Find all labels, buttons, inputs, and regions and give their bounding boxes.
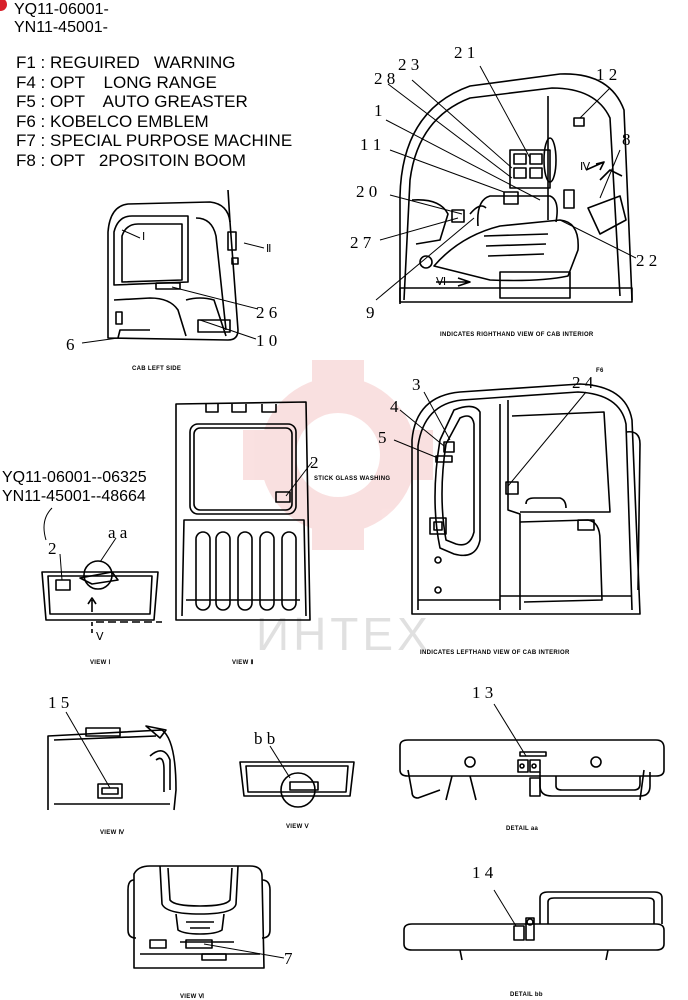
caption-f6: F6 — [596, 368, 604, 374]
caption-view-2: VIEW Ⅱ — [232, 659, 254, 666]
callout-7: 7 — [284, 949, 293, 968]
cab-interior-right-view-drawing — [399, 73, 633, 304]
callout-5: 5 — [378, 428, 387, 447]
detail-mark-aa: a a — [108, 523, 128, 542]
view-5-drawing — [239, 761, 355, 808]
caption-detail-aa: DETAIL aa — [506, 826, 539, 832]
header-serial-1: YQ11-06001- — [14, 1, 109, 18]
serial-range-1: YQ11-06001--06325 — [2, 469, 147, 486]
callout-20: 2 0 — [356, 182, 377, 201]
caption-view-5: VIEW Ⅴ — [286, 823, 310, 830]
callout-10: 1 0 — [256, 331, 277, 350]
caption-view-6: VIEW Ⅵ — [180, 993, 205, 1000]
caption-right-view: INDICATES RIGHTHAND VIEW OF CAB INTERIOR — [440, 332, 594, 338]
caption-left-view: INDICATES LEFTHAND VIEW OF CAB INTERIOR — [420, 650, 570, 656]
view-mark-1: Ⅰ — [142, 231, 145, 243]
view-mark-2: Ⅱ — [266, 243, 271, 255]
callout-26: 2 6 — [256, 303, 277, 322]
watermark — [243, 360, 433, 550]
legend-item: F5 : OPT AUTO GREASTER — [16, 92, 248, 112]
detail-aa-drawing — [399, 739, 665, 801]
legend: F1 : REGUIRED WARNING F4 : OPT LONG RANG… — [16, 53, 292, 171]
callout-9: 9 — [366, 303, 375, 322]
corner-marker — [0, 0, 7, 11]
watermark-text: ИНТЕХ — [256, 608, 432, 660]
view-mark-6: Ⅵ — [436, 276, 446, 288]
callout-2-view1: 2 — [48, 539, 57, 558]
legend-item: F1 : REGUIRED WARNING — [16, 53, 236, 72]
view-1-drawing — [41, 560, 162, 636]
callout-22: 2 2 — [636, 251, 657, 270]
view-2-drawing — [175, 401, 311, 621]
callout-6: 6 — [66, 335, 75, 354]
callout-4: 4 — [390, 397, 399, 416]
view-mark-5: Ⅴ — [96, 631, 104, 643]
callout-23: 2 3 — [398, 55, 419, 74]
detail-bb-drawing — [403, 891, 665, 961]
caption-view-4: VIEW Ⅳ — [100, 829, 125, 836]
cab-left-side-drawing — [107, 189, 239, 341]
callout-8: 8 — [622, 130, 631, 149]
callout-21: 2 1 — [454, 43, 475, 62]
cab-interior-left-view-drawing — [411, 383, 641, 615]
caption-cab-left-side: CAB LEFT SIDE — [132, 366, 181, 372]
callout-24: 2 4 — [572, 373, 594, 392]
callout-2-view2: 2 — [310, 453, 319, 472]
callout-3: 3 — [412, 375, 421, 394]
view-6-drawing — [127, 865, 271, 969]
caption-view-1: VIEW Ⅰ — [90, 659, 111, 666]
legend-item: F8 : OPT 2POSITOIN BOOM — [16, 150, 246, 170]
legend-item: F7 : SPECIAL PURPOSE MACHINE — [16, 131, 293, 151]
caption-stick-label: STICK GLASS WASHING — [314, 476, 390, 482]
callout-13: 1 3 — [472, 683, 493, 702]
callout-14: 1 4 — [472, 863, 494, 882]
callout-27: 2 7 — [350, 233, 372, 252]
view-4-drawing — [47, 725, 177, 811]
detail-mark-bb: b b — [254, 729, 275, 748]
view-mark-4: Ⅳ — [580, 161, 591, 173]
caption-detail-bb: DETAIL bb — [510, 992, 543, 998]
legend-item: F6 : KOBELCO EMBLEM — [16, 111, 209, 131]
callout-28: 2 8 — [374, 69, 395, 88]
callout-15: 1 5 — [48, 693, 69, 712]
legend-item: F4 : OPT LONG RANGE — [16, 72, 217, 92]
callout-12: 1 2 — [596, 65, 617, 84]
serial-range-2: YN11-45001--48664 — [2, 488, 146, 505]
callout-11: 1 1 — [360, 135, 381, 154]
callout-1: 1 — [374, 101, 383, 120]
header-serial-2: YN11-45001- — [14, 19, 108, 36]
